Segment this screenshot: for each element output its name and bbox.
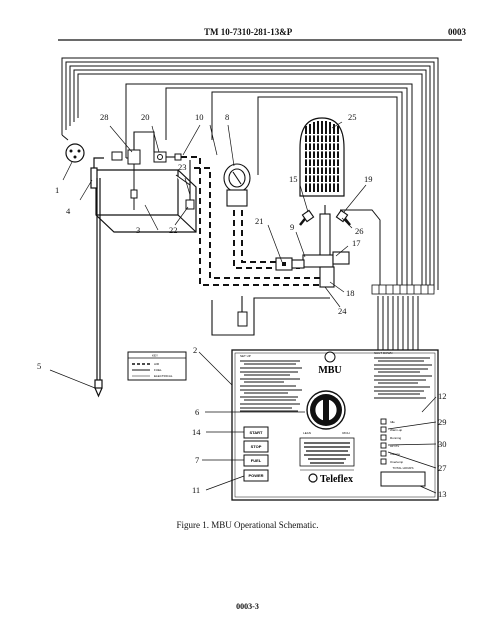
callout-25: 25 <box>348 112 357 122</box>
harness-connector-strip <box>371 284 435 295</box>
callout-21: 21 <box>255 216 264 226</box>
callout-14: 14 <box>192 427 201 437</box>
callout-2: 2 <box>193 345 197 355</box>
page-number: 0003-3 <box>236 602 259 611</box>
hour-meter <box>380 471 426 487</box>
key-electrical-label: ELECTRICAL <box>154 374 173 378</box>
callout-27: 27 <box>438 463 447 473</box>
start-button[interactable] <box>243 426 269 439</box>
teleflex-logo: Teleflex <box>300 469 354 485</box>
electrical-wire-harness <box>61 57 439 350</box>
callout-6: 6 <box>195 407 199 417</box>
callout-24: 24 <box>338 306 347 316</box>
callout-28: 28 <box>100 112 109 122</box>
callout-15: 15 <box>289 174 298 184</box>
stop-button-label: STOP <box>251 444 262 449</box>
callout-26: 26 <box>355 226 364 236</box>
ground-rod <box>90 157 104 398</box>
setup-instructions <box>240 360 302 412</box>
setup-heading: SET UP <box>240 354 251 358</box>
warning-plate <box>299 437 355 467</box>
callout-8: 8 <box>225 112 229 122</box>
leader-lines <box>49 121 437 494</box>
callout-11: 11 <box>192 485 200 495</box>
fuel-filter <box>237 311 248 327</box>
callout-19: 19 <box>364 174 373 184</box>
callout-13: 13 <box>438 489 447 499</box>
nozzle-assembly <box>275 205 351 288</box>
callout-10: 10 <box>195 112 204 122</box>
indicator-idle-label: Idle <box>390 420 395 424</box>
callout-12: 12 <box>438 391 447 401</box>
solenoid-terminal <box>282 262 286 266</box>
callout-3: 3 <box>136 225 140 235</box>
indicator-overtemp-label: Overtemp <box>390 460 404 464</box>
work-package-number: 0003 <box>448 27 466 37</box>
callout-1: 1 <box>55 185 59 195</box>
callout-5: 5 <box>37 361 41 371</box>
knob-lean-label: LEAN <box>303 431 311 435</box>
callout-18: 18 <box>346 288 355 298</box>
callout-20: 20 <box>141 112 150 122</box>
indicator-voltage-label: Voltage <box>390 452 400 456</box>
power-button[interactable] <box>243 469 269 482</box>
hour-meter-label: TOTAL HOURS <box>393 466 414 470</box>
callout-30: 30 <box>438 439 447 449</box>
callout-29: 29 <box>438 417 447 427</box>
figure-caption: Figure 1. MBU Operational Schematic. <box>176 520 319 530</box>
key-title: KEY <box>152 354 158 358</box>
knob-rich-label: RICH <box>342 431 349 435</box>
indicator-running-label: Running <box>390 436 402 440</box>
shutdown-heading: SHUT DOWN <box>374 351 392 355</box>
stop-button[interactable] <box>243 440 269 453</box>
power-button-label: POWER <box>248 473 263 478</box>
status-indicators <box>380 418 387 465</box>
panel-title: MBU <box>318 365 341 376</box>
fuel-button-label: FUEL <box>251 458 262 463</box>
key-fuel-label: FUEL <box>154 368 162 372</box>
shutdown-instructions <box>374 357 432 399</box>
indicator-airprs-label: Air Prs <box>390 444 400 448</box>
callout-7: 7 <box>195 455 199 465</box>
callout-9: 9 <box>290 222 294 232</box>
callout-4: 4 <box>66 206 71 216</box>
fuel-mixture-knob[interactable] <box>306 390 346 430</box>
fuel-button[interactable] <box>243 454 269 467</box>
indicator-warmup-label: Warm-up <box>390 428 403 432</box>
doc-number: TM 10-7310-281-13&P <box>204 27 293 37</box>
callout-23: 23 <box>178 162 187 172</box>
brand-label: Teleflex <box>320 474 353 485</box>
callout-22: 22 <box>169 225 178 235</box>
key-box: KEY AIR FUEL ELECTRICAL <box>127 351 187 381</box>
power-receptacle <box>65 143 85 163</box>
fuel-lines <box>133 131 330 336</box>
key-air-label: AIR <box>154 362 160 366</box>
burner-grate <box>299 117 345 197</box>
callout-17: 17 <box>352 238 361 248</box>
start-button-label: START <box>249 430 263 435</box>
control-panel: MBU SET UP SHUT DOWN L <box>231 349 439 501</box>
ignition-coil <box>223 163 251 207</box>
panel-indicator-lamp <box>324 351 336 363</box>
